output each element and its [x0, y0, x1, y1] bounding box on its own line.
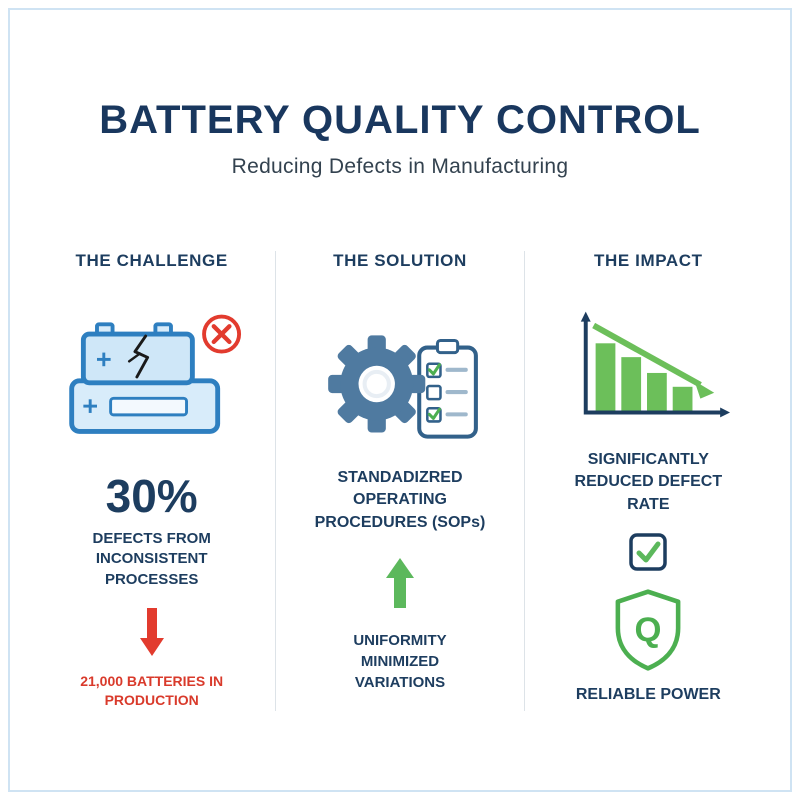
shield-letter: Q [635, 611, 662, 649]
production-volume-text: 21,000 BATTERIES IN PRODUCTION [80, 672, 224, 709]
checkbox-check-icon [629, 533, 668, 571]
quality-shield-icon: Q [615, 589, 681, 671]
reliable-power-label: RELIABLE POWER [575, 686, 721, 704]
error-x-icon [202, 314, 242, 354]
sop-label: STANDADIZRED OPERATING PROCEDURES (SOPs) [314, 469, 486, 531]
reduced-defect-label: SIGNIFICANTLY REDUCED DEFECT RATE [574, 451, 723, 513]
impact-column: THE IMPACT SIGNIFICANTLY REDUCED DEFECT … [523, 251, 772, 711]
page-title: BATTERY QUALITY CONTROL [99, 98, 701, 142]
cracked-battery-icon [69, 314, 242, 434]
header: BATTERY QUALITY CONTROL Reducing Defects… [0, 0, 800, 179]
crack-mark [133, 334, 150, 379]
gear-icon [328, 335, 426, 433]
impact-heading: THE IMPACT [594, 251, 703, 270]
uniformity-text: UNIFORMITY MINIMIZED VARIATIONS [353, 632, 447, 692]
defect-rate-stat: 30% [105, 470, 198, 522]
solution-heading: THE SOLUTION [333, 251, 467, 270]
gear-checklist-icon [328, 335, 478, 439]
checklist-icon [417, 338, 478, 439]
challenge-heading: THE CHALLENGE [75, 251, 228, 270]
page-subtitle: Reducing Defects in Manufacturing [231, 155, 569, 178]
solution-column: THE SOLUTION [275, 251, 523, 711]
green-up-arrow-icon [385, 558, 414, 609]
red-down-arrow-icon [139, 607, 164, 656]
defect-rate-caption: DEFECTS FROM INCONSISTENT PROCESSES [92, 530, 211, 588]
three-column-layout: THE CHALLENGE 30% DEFECTS F [28, 251, 772, 711]
declining-bar-chart-icon [581, 311, 731, 418]
challenge-column: THE CHALLENGE 30% DEFECTS F [28, 251, 275, 711]
